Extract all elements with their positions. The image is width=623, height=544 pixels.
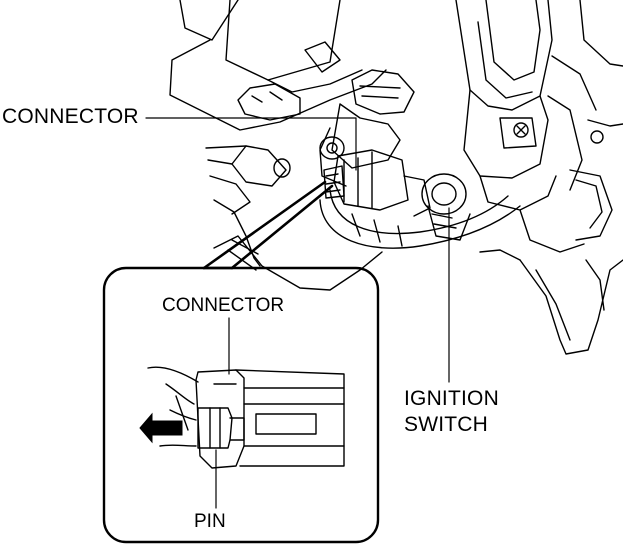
steering-column-assembly: [169, 0, 623, 355]
ignition-switch-label-line2: SWITCH: [404, 413, 489, 436]
pin-label: PIN: [194, 511, 226, 532]
connector-main-leader: [145, 117, 357, 171]
left-arrow-icon: [139, 412, 183, 444]
leader-lines: [145, 117, 450, 509]
detail-inset: [102, 180, 380, 544]
inset-connector-label: CONNECTOR: [162, 295, 285, 316]
ignition-switch-label-line1: IGNITION: [404, 387, 499, 410]
connector-label: CONNECTOR: [2, 105, 139, 128]
